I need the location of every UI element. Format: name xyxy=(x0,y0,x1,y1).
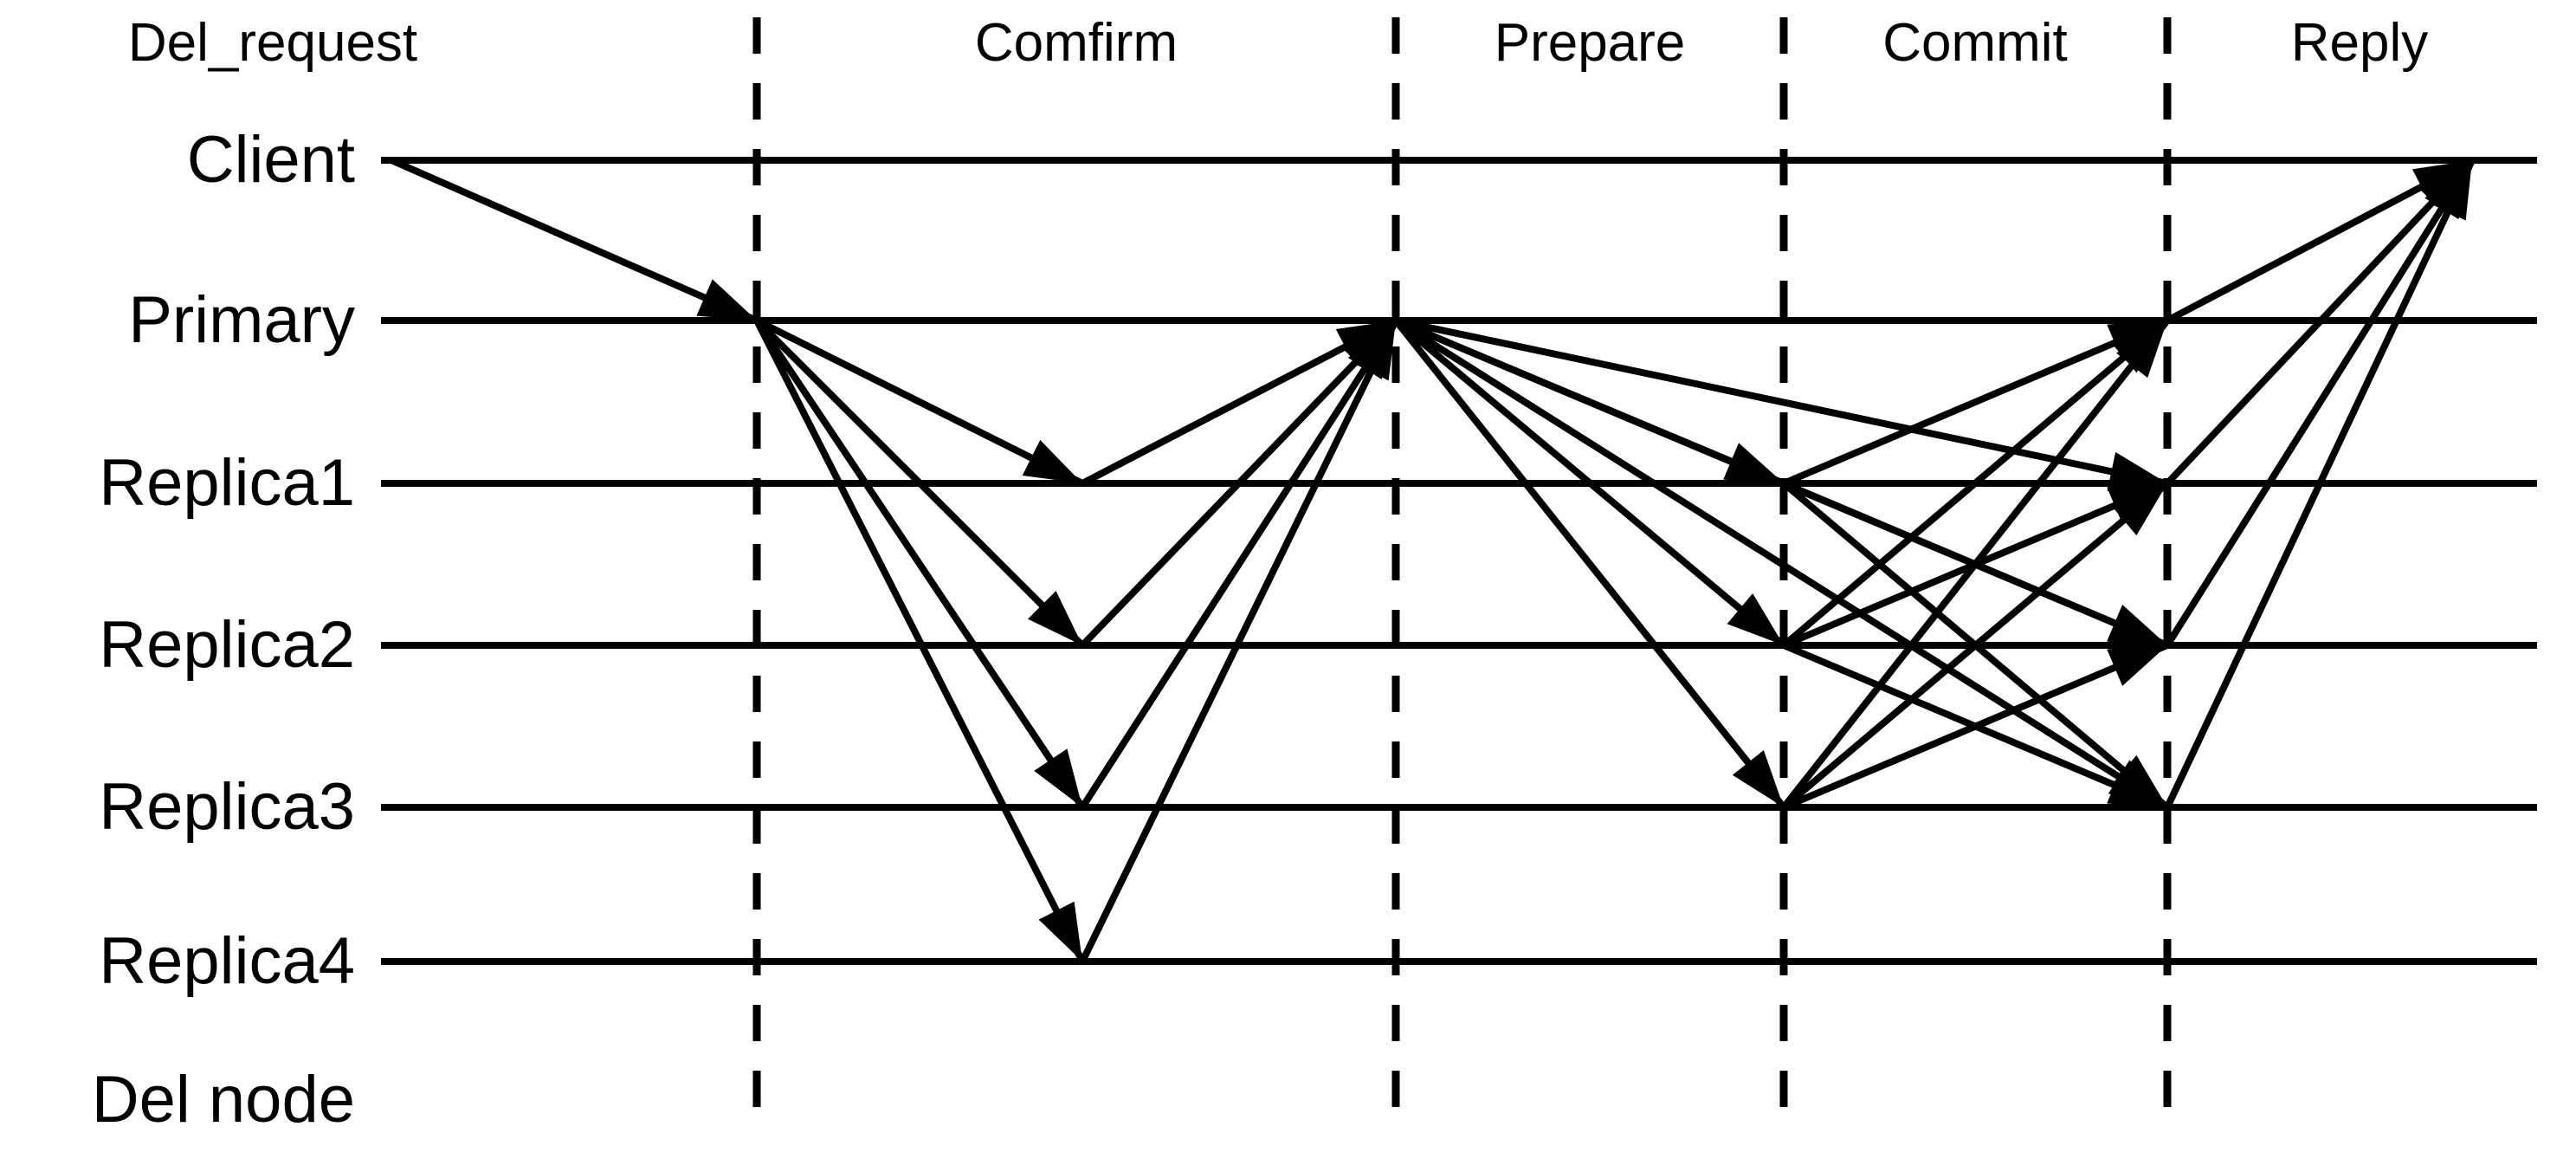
message-arrow-m1 xyxy=(390,157,759,324)
lane-label-delnode: Del node xyxy=(91,1063,355,1136)
arrow-head xyxy=(2430,160,2472,221)
arrow-head xyxy=(1732,750,1784,807)
message-arrow-m22 xyxy=(1395,317,2168,491)
arrow-shaft xyxy=(1392,318,1787,810)
message-arrow-m27 xyxy=(2164,158,2476,648)
arrow-shaft xyxy=(1394,317,2169,649)
arrow-head xyxy=(1727,593,1784,645)
arrow-head xyxy=(1022,439,1082,483)
arrow-head xyxy=(2108,760,2167,807)
lane-label-primary: Primary xyxy=(128,283,355,357)
message-arrow-m23 xyxy=(1394,317,2169,649)
arrow-shaft xyxy=(1395,317,2168,487)
arrow-head xyxy=(1353,321,1396,381)
arrow-shaft xyxy=(1393,317,2170,811)
message-arrow-m20 xyxy=(1781,480,2170,811)
arrow-shaft xyxy=(753,318,1086,810)
message-arrow-m2 xyxy=(755,317,1084,487)
message-arrow-m5 xyxy=(753,319,1086,963)
message-arrow-m24 xyxy=(1393,317,2170,811)
phase-comfirm: Comfirm xyxy=(974,13,1178,73)
arrow-head xyxy=(2107,451,2167,491)
arrow-shaft xyxy=(2164,159,2476,809)
message-arrow-m4 xyxy=(753,318,1086,810)
arrow-shaft xyxy=(1079,318,1399,810)
arrow-head xyxy=(1028,591,1082,645)
lifeline-group xyxy=(381,157,2537,965)
message-arrow-m8 xyxy=(1079,318,1399,810)
arrow-shaft xyxy=(755,317,1084,487)
arrow-shaft xyxy=(1781,317,2170,649)
arrow-shaft xyxy=(390,157,759,324)
lane-label-replica4: Replica4 xyxy=(99,924,355,998)
arrow-shaft xyxy=(753,319,1086,963)
arrow-shaft xyxy=(1080,318,1398,648)
phase-divider-group xyxy=(752,17,2172,1126)
arrow-head xyxy=(2116,321,2167,379)
arrow-shaft xyxy=(754,318,1085,648)
lane-label-replica1: Replica1 xyxy=(99,446,355,520)
phase-commit: Commit xyxy=(1882,13,2068,73)
arrow-shaft xyxy=(2164,158,2476,648)
message-arrow-m13 xyxy=(1782,317,2169,487)
message-arrow-group xyxy=(390,157,2476,963)
message-arrow-m9 xyxy=(1079,319,1399,963)
arrow-shaft xyxy=(1393,317,1786,649)
phase-del-request: Del_request xyxy=(127,13,418,73)
arrow-head xyxy=(1034,748,1082,807)
message-arrow-m11 xyxy=(1393,317,1786,649)
lane-label-client: Client xyxy=(186,123,355,197)
arrow-head xyxy=(1723,443,1784,483)
message-arrow-m12 xyxy=(1392,318,1787,810)
message-arrow-m21 xyxy=(1782,642,2169,811)
arrow-head xyxy=(696,279,757,321)
arrow-shaft xyxy=(1079,319,1399,963)
arrow-shaft xyxy=(1781,480,2170,811)
message-arrow-m28 xyxy=(2164,159,2476,809)
phase-prepare: Prepare xyxy=(1494,13,1686,73)
arrow-head xyxy=(2107,605,2167,645)
arrow-head xyxy=(1038,901,1082,962)
arrow-head xyxy=(2110,483,2167,536)
lane-label-replica3: Replica3 xyxy=(99,770,355,844)
message-arrow-m3 xyxy=(754,318,1085,648)
arrow-shaft xyxy=(2165,158,2475,486)
lane-label-replica2: Replica2 xyxy=(99,608,355,682)
arrow-shaft xyxy=(1782,642,2169,811)
phase-reply: Reply xyxy=(2290,13,2429,73)
arrow-head xyxy=(2107,645,2167,686)
arrow-shaft xyxy=(1782,317,2169,487)
